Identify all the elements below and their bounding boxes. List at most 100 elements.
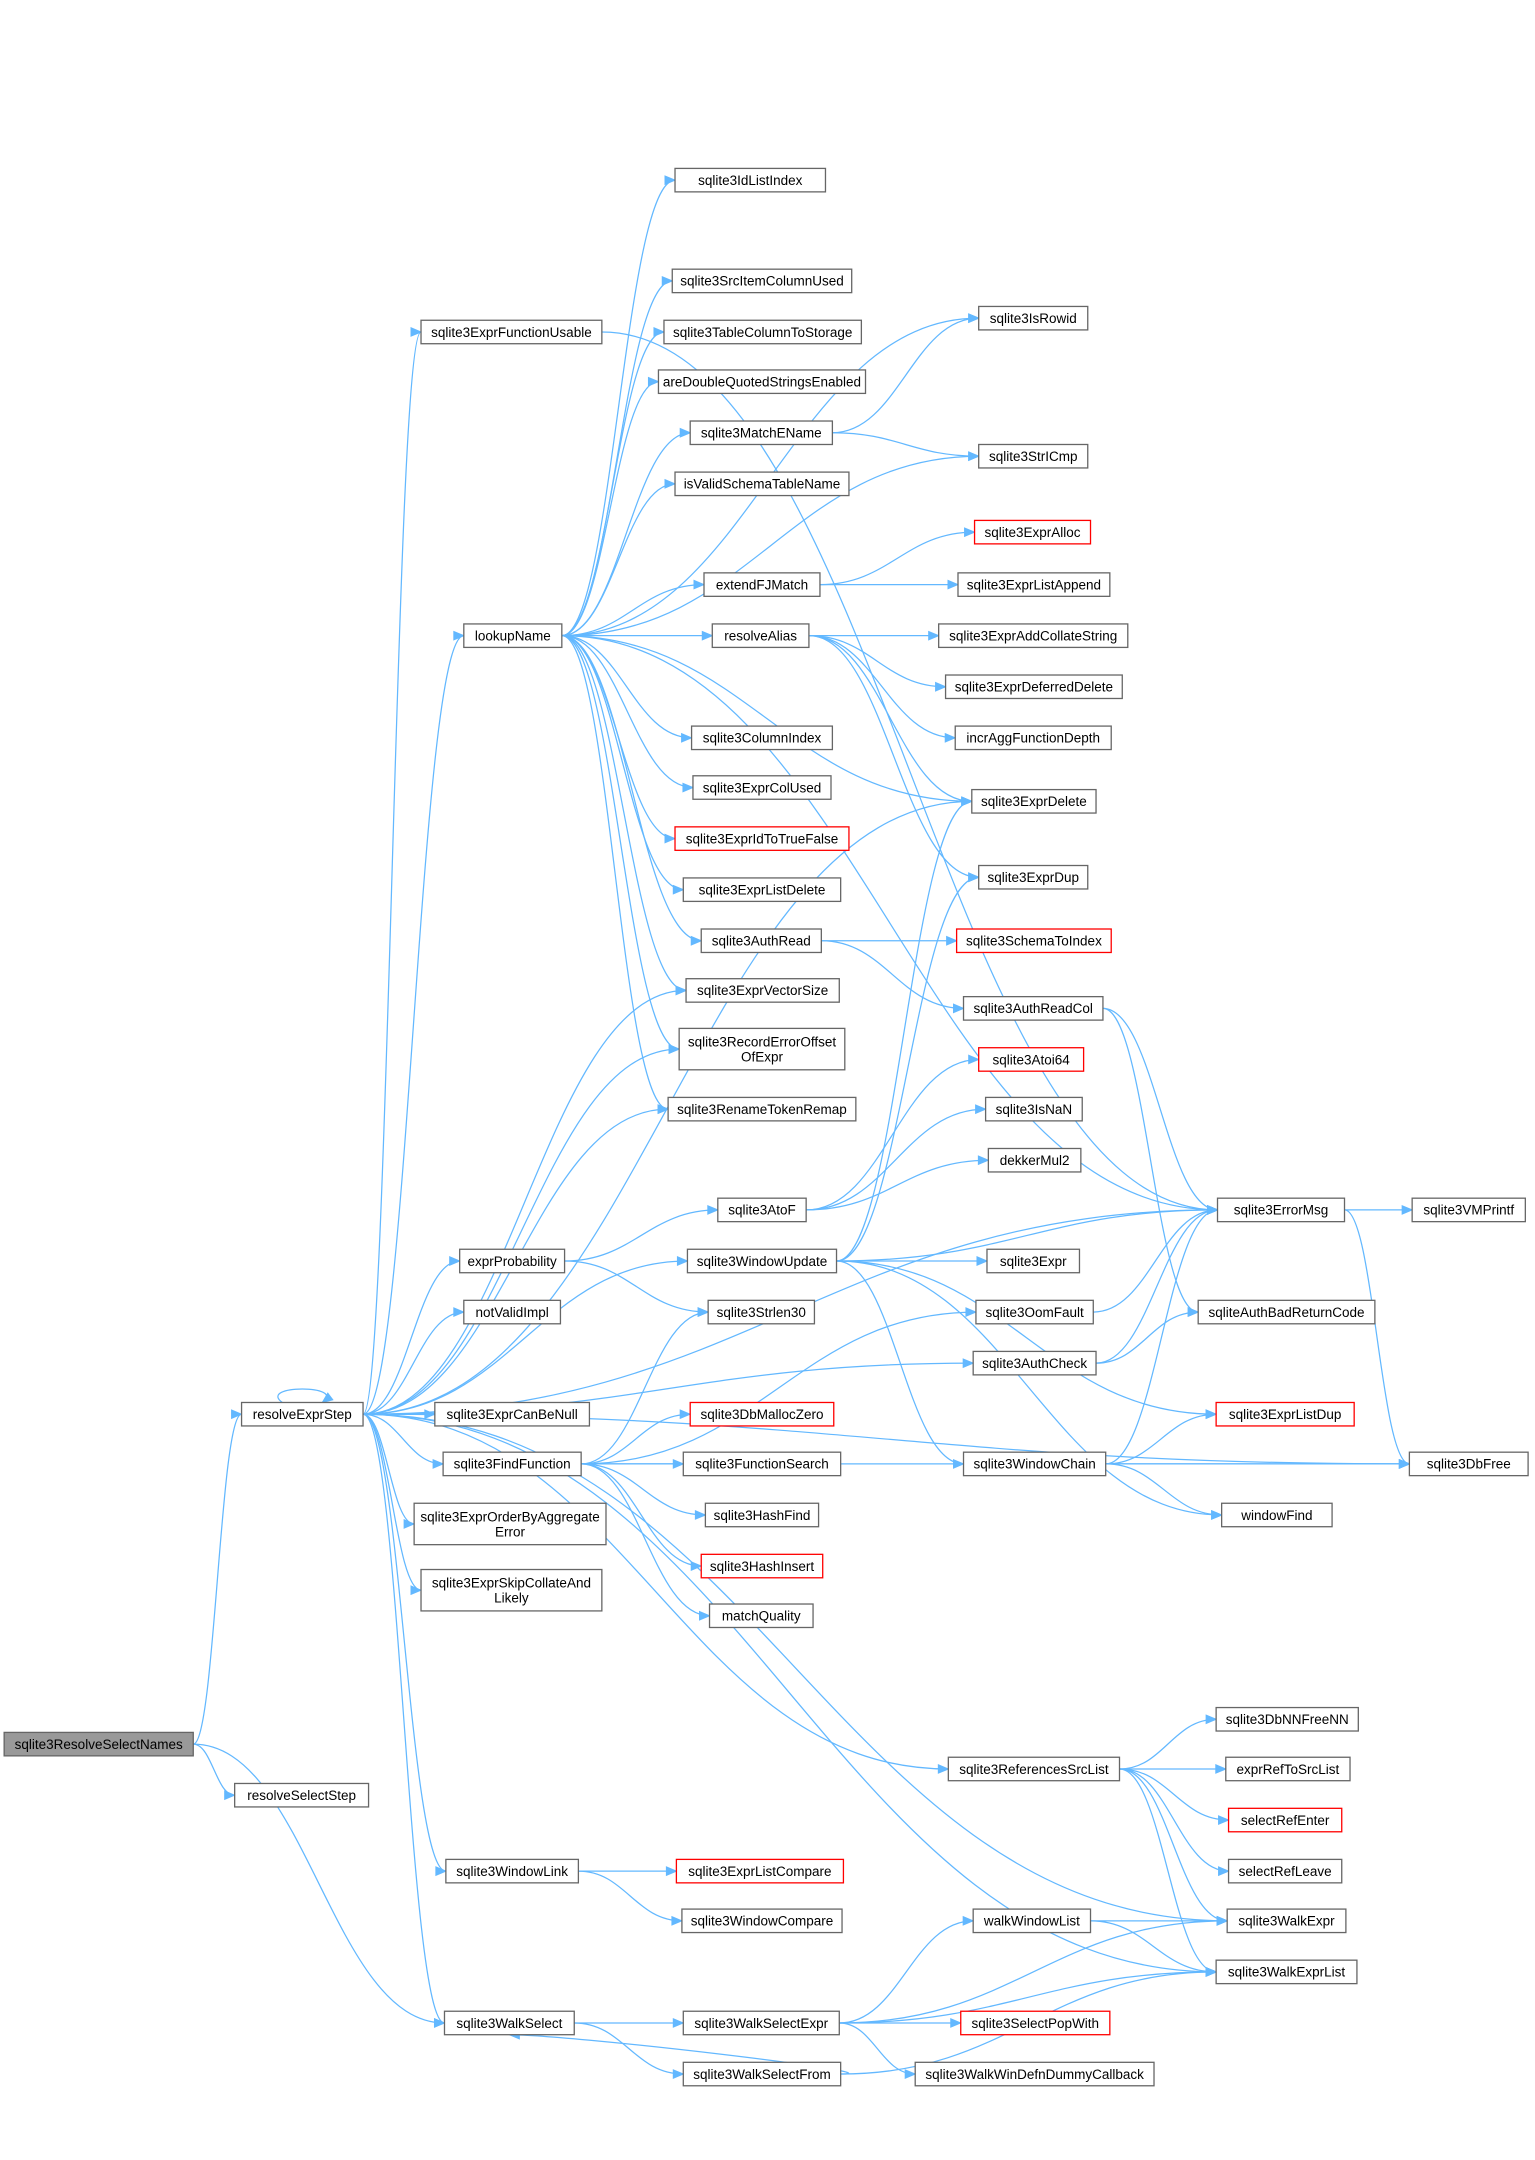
node-sqlite3-walk-win-defn-dummy-callback[interactable]: sqlite3WalkWinDefnDummyCallback [914,2061,1155,2087]
node-sqlite3-expr-col-used[interactable]: sqlite3ExprColUsed [692,775,832,800]
node-expr-ref-to-src-list[interactable]: exprRefToSrcList [1225,1756,1351,1782]
edge-line [1119,1768,1229,1821]
node-extend-fjmatch[interactable]: extendFJMatch [703,572,821,597]
node-label: notValidImpl [475,1305,548,1320]
node-sqlite3-expr-id-to-true-false[interactable]: sqlite3ExprIdToTrueFalse [674,826,850,851]
node-select-ref-leave[interactable]: selectRefLeave [1227,1858,1343,1884]
node-sqlite3-expr-list-delete[interactable]: sqlite3ExprListDelete [682,877,842,903]
node-sqlite3-references-src-list[interactable]: sqlite3ReferencesSrcList [947,1756,1121,1782]
node-lookup-name[interactable]: lookupName [463,623,563,649]
node-label: sqlite3ExprListCompare [688,1864,831,1879]
node-sqlite3-id-list-index[interactable]: sqlite3IdListIndex [674,167,827,193]
node-sqlite3-window-compare[interactable]: sqlite3WindowCompare [681,1908,843,1934]
edge-line [836,1260,964,1465]
edge-resolve-expr-step-to-sqlite3-expr-skip-collate-and-likely [362,1413,423,1596]
node-select-ref-enter[interactable]: selectRefEnter [1227,1807,1343,1833]
node-sqlite3-oom-fault[interactable]: sqlite3OomFault [975,1299,1094,1325]
node-sqlite3-error-msg[interactable]: sqlite3ErrorMsg [1216,1197,1346,1223]
node-resolve-alias[interactable]: resolveAlias [711,623,810,649]
node-window-find[interactable]: windowFind [1221,1502,1333,1528]
edge-line [561,635,702,942]
node-sqlite3-str-icmp[interactable]: sqlite3StrICmp [978,443,1089,469]
node-sqlite3-function-search[interactable]: sqlite3FunctionSearch [682,1451,842,1477]
node-sqlite3-walk-expr[interactable]: sqlite3WalkExpr [1226,1908,1347,1934]
node-sqlite3-walk-select-from[interactable]: sqlite3WalkSelectFrom [682,2061,842,2087]
node-sqlite3-window-chain[interactable]: sqlite3WindowChain [962,1451,1107,1477]
node-walk-window-list[interactable]: walkWindowList [972,1908,1092,1934]
node-sqlite3-expr-list-compare[interactable]: sqlite3ExprListCompare [675,1858,845,1884]
node-sqlite3-is-rowid[interactable]: sqlite3IsRowid [978,305,1089,331]
arrowhead [1215,1764,1228,1774]
node-label: sqlite3DbNNFreeNN [1226,1712,1349,1727]
node-sqlite3-hash-find[interactable]: sqlite3HashFind [704,1502,820,1528]
node-sqlite-auth-bad-return-code[interactable]: sqliteAuthBadReturnCode [1197,1299,1376,1325]
node-expr-probability[interactable]: exprProbability [459,1248,566,1274]
node-sqlite3-expr-dup[interactable]: sqlite3ExprDup [978,864,1089,890]
node-sqlite3-expr-deferred-delete[interactable]: sqlite3ExprDeferredDelete [944,674,1123,700]
node-sqlite3-schema-to-index[interactable]: sqlite3SchemaToIndex [955,928,1112,954]
node-sqlite3-expr-alloc[interactable]: sqlite3ExprAlloc [973,519,1092,545]
node-sqlite3-atoi64[interactable]: sqlite3Atoi64 [978,1047,1085,1072]
edge-lookup-name-to-sqlite3-table-column-to-storage [561,327,666,637]
node-sqlite3-expr-add-collate-string[interactable]: sqlite3ExprAddCollateString [938,623,1129,649]
node-sqlite3-expr-function-usable[interactable]: sqlite3ExprFunctionUsable [420,319,603,345]
node-sqlite3-is-na-n[interactable]: sqlite3IsNaN [984,1096,1083,1122]
node-box [682,1451,842,1477]
node-sqlite3-db-free[interactable]: sqlite3DbFree [1408,1451,1529,1477]
node-label: sqlite3FindFunction [454,1457,571,1472]
arrowhead [672,2069,685,2079]
node-sqlite3-select-pop-with[interactable]: sqlite3SelectPopWith [960,2010,1111,2036]
node-match-quality[interactable]: matchQuality [708,1603,814,1629]
node-sqlite3-auth-read[interactable]: sqlite3AuthRead [700,928,822,954]
edge-line [1119,1768,1228,1922]
node-sqlite3-expr-can-be-null[interactable]: sqlite3ExprCanBeNull [434,1401,591,1427]
node-sqlite3-expr[interactable]: sqlite3Expr [986,1248,1081,1274]
node-label: isValidSchemaTableName [684,477,841,492]
node-sqlite3-expr-list-dup[interactable]: sqlite3ExprListDup [1215,1401,1355,1427]
edge-sqlite3-window-chain-to-sqlite3-error-msg [1105,1204,1219,1465]
node-label: OfExpr [741,1049,784,1064]
arrowhead [976,1256,989,1266]
node-sqlite3-window-link[interactable]: sqlite3WindowLink [445,1858,580,1884]
node-sqlite3-find-function[interactable]: sqlite3FindFunction [442,1451,582,1477]
node-resolve-select-step[interactable]: resolveSelectStep [234,1782,370,1808]
edge-line [819,531,975,586]
node-resolve-expr-step[interactable]: resolveExprStep [240,1401,364,1427]
edge-line [836,1260,1217,1415]
node-sqlite3-db-malloc-zero[interactable]: sqlite3DbMallocZero [689,1401,835,1427]
node-sqlite3-walk-select[interactable]: sqlite3WalkSelect [443,2010,575,2036]
node-label: exprRefToSrcList [1237,1762,1340,1777]
node-box [445,1858,580,1884]
node-sqlite3-ato-f[interactable]: sqlite3AtoF [717,1197,807,1223]
node-sqlite3-expr-vector-size[interactable]: sqlite3ExprVectorSize [685,978,840,1003]
node-sqlite3-walk-expr-list[interactable]: sqlite3WalkExprList [1215,1959,1358,1985]
node-incr-agg-function-depth[interactable]: incrAggFunctionDepth [954,725,1112,751]
node-sqlite3-vmprintf[interactable]: sqlite3VMPrintf [1411,1197,1526,1223]
node-dekker-mul2[interactable]: dekkerMul2 [987,1147,1082,1173]
arrowhead [935,681,947,692]
node-sqlite3-hash-insert[interactable]: sqlite3HashInsert [700,1553,824,1579]
node-sqlite3-match-ename[interactable]: sqlite3MatchEName [689,420,834,446]
node-sqlite3-expr-list-append[interactable]: sqlite3ExprListAppend [957,572,1111,597]
node-sqlite3-column-index[interactable]: sqlite3ColumnIndex [690,725,834,751]
node-sqlite3-expr-delete[interactable]: sqlite3ExprDelete [971,788,1097,814]
node-sqlite3-window-update[interactable]: sqlite3WindowUpdate [686,1248,838,1274]
node-sqlite3-walk-select-expr[interactable]: sqlite3WalkSelectExpr [682,2010,840,2036]
node-label: sqlite3Atoi64 [992,1052,1070,1067]
node-is-valid-schema-table-name[interactable]: isValidSchemaTableName [674,471,850,497]
node-sqlite3-rename-token-remap[interactable]: sqlite3RenameTokenRemap [667,1096,857,1122]
node-sqlite3-table-column-to-storage[interactable]: sqlite3TableColumnToStorage [663,319,863,345]
node-sqlite3-src-item-column-used[interactable]: sqlite3SrcItemColumnUsed [671,268,853,294]
node-sqlite3-auth-check[interactable]: sqlite3AuthCheck [972,1350,1097,1376]
node-sqlite3-db-nnfree-nn[interactable]: sqlite3DbNNFreeNN [1215,1706,1359,1732]
node-label: sqlite3WindowChain [973,1457,1095,1472]
edge-line [561,635,692,739]
node-are-double-quoted-strings-enabled[interactable]: areDoubleQuotedStringsEnabled [657,369,867,395]
node-root[interactable]: sqlite3ResolveSelectNames [3,1731,194,1757]
node-not-valid-impl[interactable]: notValidImpl [463,1299,562,1325]
node-sqlite3-auth-read-col[interactable]: sqlite3AuthReadCol [962,995,1104,1021]
node-sqlite3-strlen30[interactable]: sqlite3Strlen30 [707,1299,816,1325]
